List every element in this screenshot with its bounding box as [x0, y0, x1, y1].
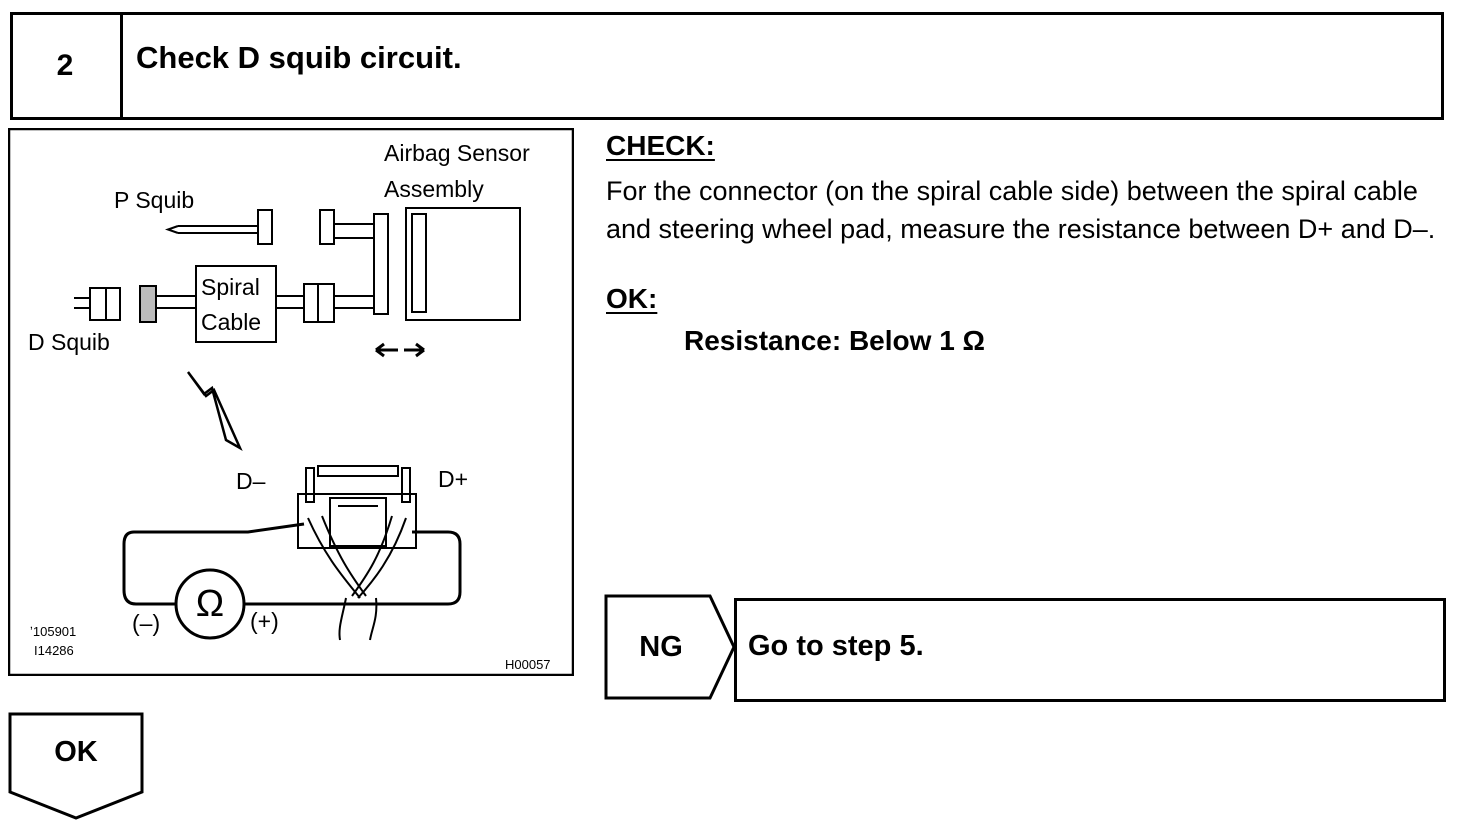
airbag-sensor-label-2: Assembly — [384, 176, 484, 202]
check-text: For the connector (on the spiral cable s… — [606, 176, 1436, 244]
minus-terminal-label: (–) — [132, 610, 160, 636]
ng-action-text[interactable]: Go to step 5. — [748, 630, 924, 662]
step-number: 2 — [10, 12, 123, 120]
plus-terminal-label: (+) — [250, 608, 279, 634]
resistance-spec: Resistance: Below 1 Ω — [684, 325, 985, 356]
ok-arrow-shape — [8, 712, 144, 820]
d-squib-label: D Squib — [28, 329, 110, 355]
ok-label: OK — [54, 735, 98, 768]
p-squib-label: P Squib — [114, 187, 194, 213]
step-header-box — [10, 12, 1444, 120]
d-plus-label: D+ — [438, 466, 468, 492]
ok-heading: OK: — [606, 283, 658, 314]
ng-action-box — [734, 598, 1446, 702]
check-heading: CHECK: — [606, 130, 715, 161]
airbag-sensor-label-1: Airbag Sensor — [384, 140, 530, 166]
wiring-figure: Airbag Sensor Assembly P Squib D Squib S… — [8, 128, 574, 676]
ohmmeter-symbol: Ω — [196, 583, 224, 625]
spiral-label-1: Spiral — [201, 274, 260, 300]
step-title: Check D squib circuit. — [136, 40, 462, 75]
figure-code: H00057 — [505, 657, 551, 672]
d-minus-label: D– — [236, 468, 266, 494]
ref-code-1: ʼ105901 — [30, 624, 76, 639]
ref-code-2: I14286 — [34, 643, 74, 658]
spiral-label-2: Cable — [201, 309, 261, 335]
ng-arrow-shape — [604, 594, 736, 700]
ng-label: NG — [639, 630, 683, 663]
